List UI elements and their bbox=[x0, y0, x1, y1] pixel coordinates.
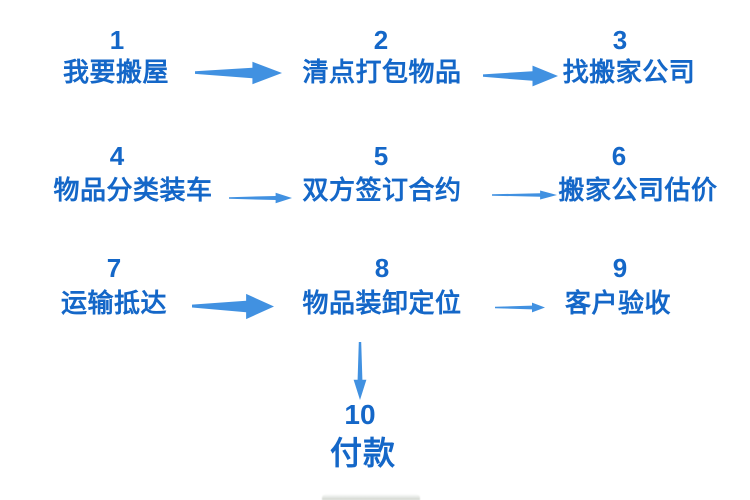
step-6-label: 搬家公司估价 bbox=[558, 175, 718, 205]
bottom-cutoff-artifact bbox=[322, 494, 420, 500]
step-7-number: 7 bbox=[106, 253, 122, 283]
step-2-number: 2 bbox=[373, 25, 389, 55]
arrow-step2-to-step3-icon bbox=[483, 65, 558, 87]
step-1-number: 1 bbox=[109, 25, 125, 55]
step-9-label: 客户验收 bbox=[564, 288, 672, 318]
step-9-number: 9 bbox=[612, 253, 628, 283]
step-5-number: 5 bbox=[373, 141, 389, 171]
arrow-step8-to-step10-icon bbox=[353, 342, 367, 400]
arrow-step5-to-step6-icon bbox=[492, 190, 557, 200]
step-2-label: 清点打包物品 bbox=[302, 57, 462, 87]
step-3-label: 找搬家公司 bbox=[562, 57, 696, 87]
arrow-step1-to-step2-icon bbox=[195, 61, 282, 85]
step-4-number: 4 bbox=[109, 141, 125, 171]
step-7-label: 运输抵达 bbox=[60, 288, 168, 318]
step-4-label: 物品分类装车 bbox=[53, 175, 213, 205]
arrow-step8-to-step9-icon bbox=[495, 302, 545, 313]
step-10-number: 10 bbox=[344, 399, 376, 430]
arrow-step4-to-step5-icon bbox=[229, 192, 292, 204]
step-5-label: 双方签订合约 bbox=[302, 175, 462, 205]
step-1-label: 我要搬屋 bbox=[62, 57, 170, 87]
step-3-number: 3 bbox=[612, 25, 628, 55]
step-10-label: 付款 bbox=[329, 435, 397, 471]
step-8-label: 物品装卸定位 bbox=[302, 288, 462, 318]
step-6-number: 6 bbox=[611, 141, 627, 171]
arrow-step7-to-step8-icon bbox=[192, 293, 274, 320]
step-8-number: 8 bbox=[374, 253, 390, 283]
